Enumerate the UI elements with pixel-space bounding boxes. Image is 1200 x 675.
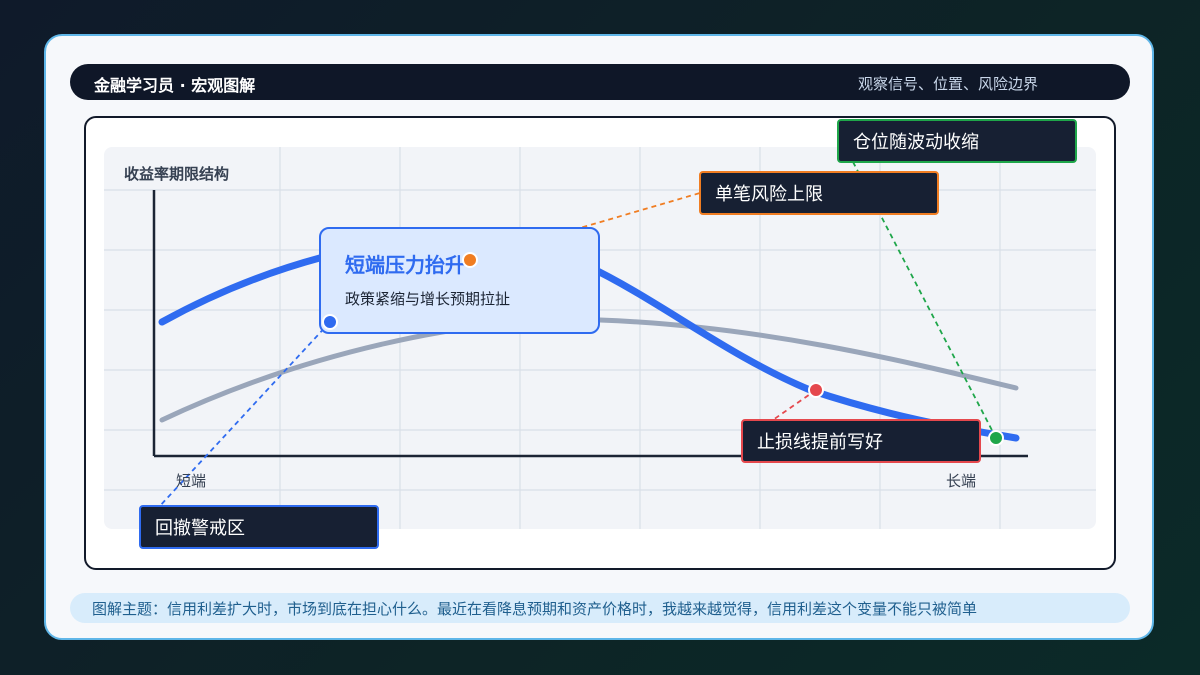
marker-green — [988, 430, 1004, 446]
callout-risk-cap-label: 单笔风险上限 — [715, 184, 823, 205]
focus-subtitle: 政策紧缩与增长预期拉扯 — [345, 290, 511, 308]
connector-position-shrink — [851, 159, 997, 439]
connector-pullback — [157, 321, 331, 509]
header-title: 金融学习员 · 宏观图解 — [94, 76, 256, 95]
footer-text: 图解主题：信用利差扩大时，市场到底在担心什么。最近在看降息预期和资产价格时，我越… — [92, 600, 978, 618]
callout-position-shrink-label: 仓位随波动收缩 — [853, 132, 979, 153]
footer-bar: 图解主题：信用利差扩大时，市场到底在担心什么。最近在看降息预期和资产价格时，我越… — [70, 593, 1130, 623]
x-tick-short: 短端 — [176, 472, 207, 490]
marker-red — [808, 382, 824, 398]
callout-stop-loss-label: 止损线提前写好 — [757, 432, 883, 453]
callout-position-shrink: 仓位随波动收缩 — [837, 119, 1077, 163]
header-subtitle: 观察信号、位置、风险边界 — [857, 75, 1038, 93]
callout-pullback-zone-label: 回撤警戒区 — [155, 518, 245, 539]
focus-title: 短端压力抬升 — [345, 253, 465, 277]
callout-risk-cap: 单笔风险上限 — [699, 171, 939, 215]
focus-callout: 短端压力抬升 政策紧缩与增长预期拉扯 — [319, 227, 600, 334]
callout-pullback-zone: 回撤警戒区 — [139, 505, 379, 549]
header-bar: 金融学习员 · 宏观图解 观察信号、位置、风险边界 — [70, 64, 1130, 100]
callout-stop-loss: 止损线提前写好 — [741, 419, 981, 463]
connector-stop-loss — [769, 389, 817, 423]
x-tick-long: 长端 — [946, 472, 977, 490]
y-axis-title: 收益率期限结构 — [124, 165, 230, 183]
primary-curve — [158, 233, 1020, 442]
